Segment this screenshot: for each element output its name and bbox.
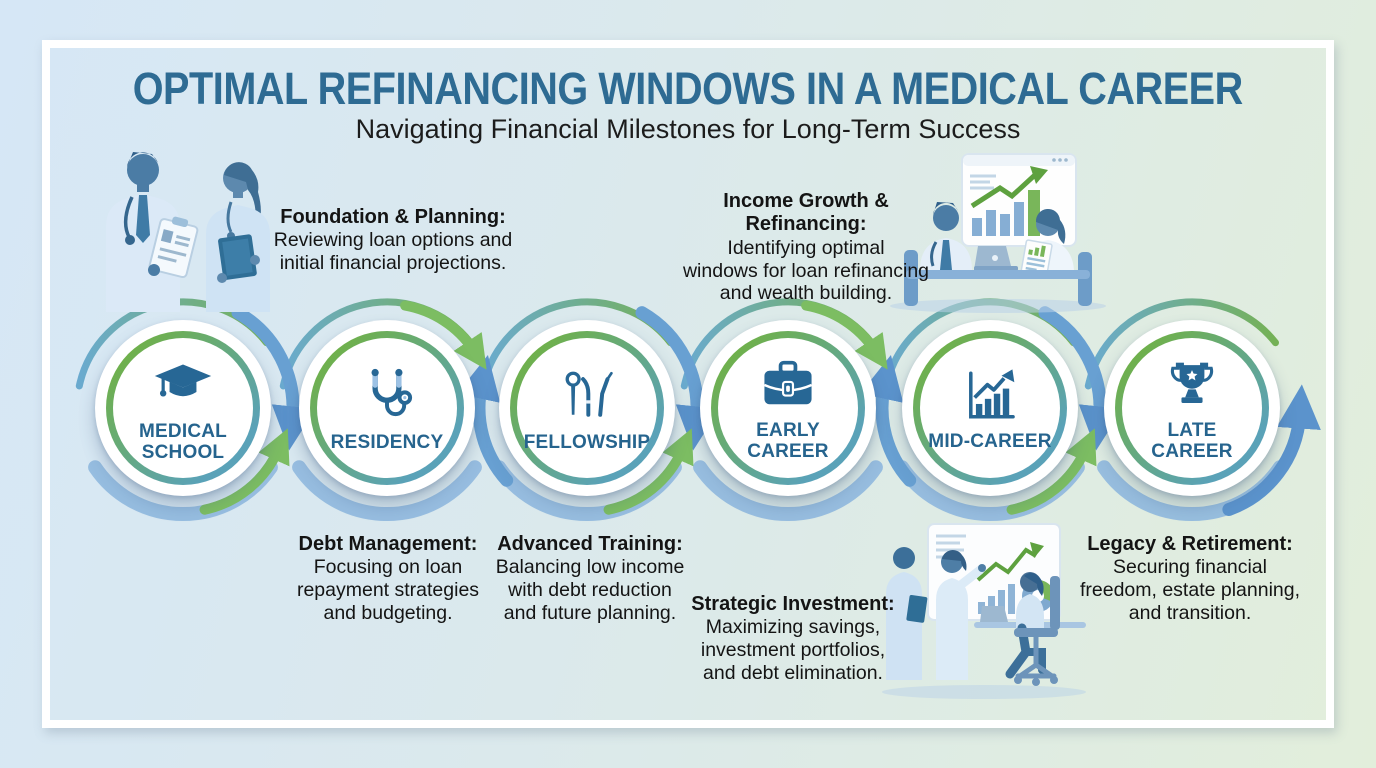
- stage-medical-school: MEDICAL SCHOOL: [95, 320, 271, 496]
- page-title: OPTIMAL REFINANCING WINDOWS IN A MEDICAL…: [132, 63, 1244, 114]
- note-income-growth: Income Growth & Refinancing: Identifying…: [682, 190, 930, 305]
- stethoscope-icon: [371, 369, 413, 417]
- stage-label: RESIDENCY: [330, 432, 444, 454]
- note-heading: Debt Management:: [298, 533, 478, 555]
- team-presentation-illustration: [882, 523, 1086, 699]
- stage-fellowship: FELLOWSHIP: [499, 320, 675, 496]
- stage-residency: RESIDENCY: [299, 320, 475, 496]
- note-body: Reviewing loan options and initial finan…: [273, 229, 513, 275]
- note-debt-management: Debt Management: Focusing on loan repaym…: [282, 533, 494, 625]
- note-advanced-training: Advanced Training: Balancing low income …: [484, 533, 696, 625]
- doctors-reviewing-illustration: [106, 152, 270, 312]
- note-heading: Legacy & Retirement:: [1087, 533, 1293, 555]
- note-heading: Income Growth & Refinancing:: [723, 190, 889, 236]
- note-strategic-investment: Strategic Investment: Maximizing savings…: [684, 593, 902, 685]
- note-heading: Advanced Training:: [497, 533, 683, 555]
- stage-early-career: EARLY CAREER: [700, 320, 876, 496]
- stage-mid-career: MID-CAREER: [902, 320, 1078, 496]
- briefcase-icon: [763, 360, 813, 404]
- note-body: Securing financial freedom, estate plann…: [1079, 556, 1301, 625]
- stage-label: MID-CAREER: [928, 431, 1052, 453]
- consultation-desk-illustration: [890, 153, 1106, 313]
- note-heading: Foundation & Planning:: [280, 206, 506, 228]
- trophy-icon: [1170, 362, 1214, 403]
- note-foundation-planning: Foundation & Planning: Reviewing loan op…: [270, 206, 516, 275]
- growth-chart-icon: [969, 369, 1015, 419]
- note-legacy-retirement: Legacy & Retirement: Securing financial …: [1068, 533, 1312, 625]
- stage-late-career: LATE CAREER: [1104, 320, 1280, 496]
- note-body: Maximizing savings, investment portfolio…: [700, 616, 886, 685]
- note-heading: Strategic Investment:: [691, 593, 895, 615]
- stage-label: LATE CAREER: [1151, 419, 1233, 462]
- note-body: Balancing low income with debt reduction…: [495, 556, 685, 625]
- graduation-cap-icon: [154, 364, 212, 397]
- note-body: Focusing on loan repayment strategies an…: [296, 556, 480, 625]
- page-subtitle: Navigating Financial Milestones for Long…: [355, 114, 1021, 144]
- stage-label: EARLY CAREER: [747, 419, 829, 462]
- stage-label: FELLOWSHIP: [523, 432, 651, 454]
- stage-label: MEDICAL SCHOOL: [139, 420, 227, 463]
- dental-tools-icon: [565, 371, 613, 418]
- note-body: Identifying optimal windows for loan ref…: [682, 236, 930, 305]
